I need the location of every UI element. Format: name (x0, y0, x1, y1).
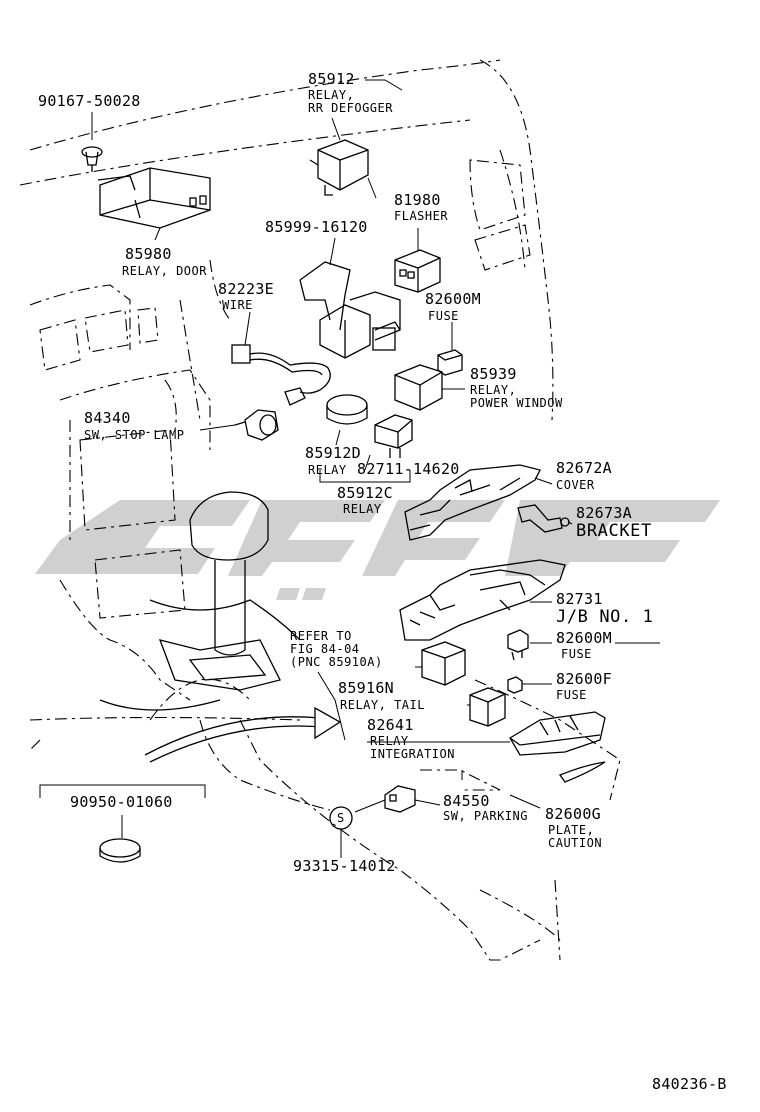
shifter-console (99, 491, 301, 711)
refer-arrow (144, 706, 342, 763)
part-desc-label: RELAY, POWER WINDOW (470, 383, 563, 410)
relay-tail-part (469, 687, 506, 727)
part-number-label: 82672A (556, 459, 612, 477)
part-number-label: 85912 (308, 70, 355, 88)
relay-door-part (97, 167, 211, 229)
relay-85912D-part (326, 394, 368, 425)
cover-part (404, 464, 541, 541)
part-number-label: 90950-01060 (70, 793, 173, 811)
leader-lines (39, 79, 660, 858)
dashboard-outline (19, 59, 621, 961)
part-number-label: 84550 (443, 792, 490, 810)
relay-85912C-part (374, 414, 413, 458)
part-number-label: 82600M (425, 290, 481, 308)
grommet-part (99, 838, 141, 863)
fuse-part-top (437, 349, 463, 376)
part-number-label: 82600G (545, 805, 601, 823)
part-number-label: 82600M (556, 629, 612, 647)
part-desc-label: RELAY, DOOR (122, 264, 207, 278)
part-desc-label: FLASHER (394, 209, 449, 223)
part-number-label: 90167-50028 (38, 92, 141, 110)
caution-plate-part (558, 761, 606, 783)
part-desc-label: RELAY INTEGRATION (370, 734, 455, 761)
watermark-logo (35, 500, 720, 600)
part-desc-label: FUSE (556, 688, 587, 702)
relay-integration-part (509, 711, 606, 756)
refer-note: REFER TO FIG 84-04 (PNC 85910A) (290, 629, 383, 669)
part-desc-label: RELAY (308, 463, 347, 477)
relay-power-window-part (394, 364, 443, 411)
part-desc-label: COVER (556, 478, 595, 492)
part-number-label: 82711-14620 (357, 460, 460, 478)
bracket-relays-part (299, 261, 401, 359)
part-number-label: 85912D (305, 444, 361, 462)
part-desc-label: WIRE (222, 298, 253, 312)
part-desc-label: SW, PARKING (443, 809, 528, 823)
part-number-label: 85939 (470, 365, 517, 383)
part-number-label: 85980 (125, 245, 172, 263)
part-desc-label: SW, STOP LAMP (84, 428, 185, 442)
flasher-part (394, 249, 441, 293)
part-number-label: 82731 (556, 590, 603, 608)
part-number-label: 85912C (337, 484, 393, 502)
part-number-label: 82600F (556, 670, 612, 688)
part-number-label: 85999-16120 (265, 218, 368, 236)
s-mark-circle (329, 806, 353, 830)
part-desc-label: FUSE (428, 309, 459, 323)
stop-lamp-switch-part (234, 409, 279, 441)
part-number-label: 82641 (367, 716, 414, 734)
fuse-part-f (507, 676, 523, 694)
refer-relay-part (421, 641, 466, 686)
part-number-label: 85916N (338, 679, 394, 697)
part-desc-label: RELAY (343, 502, 382, 516)
part-number-label: 82223E (218, 280, 274, 298)
part-desc-label: J/B NO. 1 (556, 607, 654, 627)
screw-part (81, 146, 103, 172)
part-desc-label: RELAY, TAIL (340, 698, 425, 712)
part-number-label: 84340 (84, 409, 131, 427)
part-number-label: 82673A (576, 504, 632, 522)
part-desc-label: RELAY, RR DEFOGGER (308, 88, 393, 115)
junction-block-part (399, 559, 566, 641)
part-number-label: 93315-14012 (293, 857, 396, 875)
s-mark-label: S (337, 811, 345, 825)
fuse-part-lower (507, 629, 529, 661)
parking-switch-part (384, 785, 416, 813)
diagram-code: 840236-B (652, 1075, 727, 1093)
part-desc-label: PLATE, CAUTION (548, 823, 603, 850)
part-number-label: 81980 (394, 191, 441, 209)
wire-part (231, 344, 331, 406)
relay-defogger-part (309, 139, 369, 196)
part-desc-label: FUSE (561, 647, 592, 661)
part-desc-label: BRACKET (576, 521, 652, 541)
